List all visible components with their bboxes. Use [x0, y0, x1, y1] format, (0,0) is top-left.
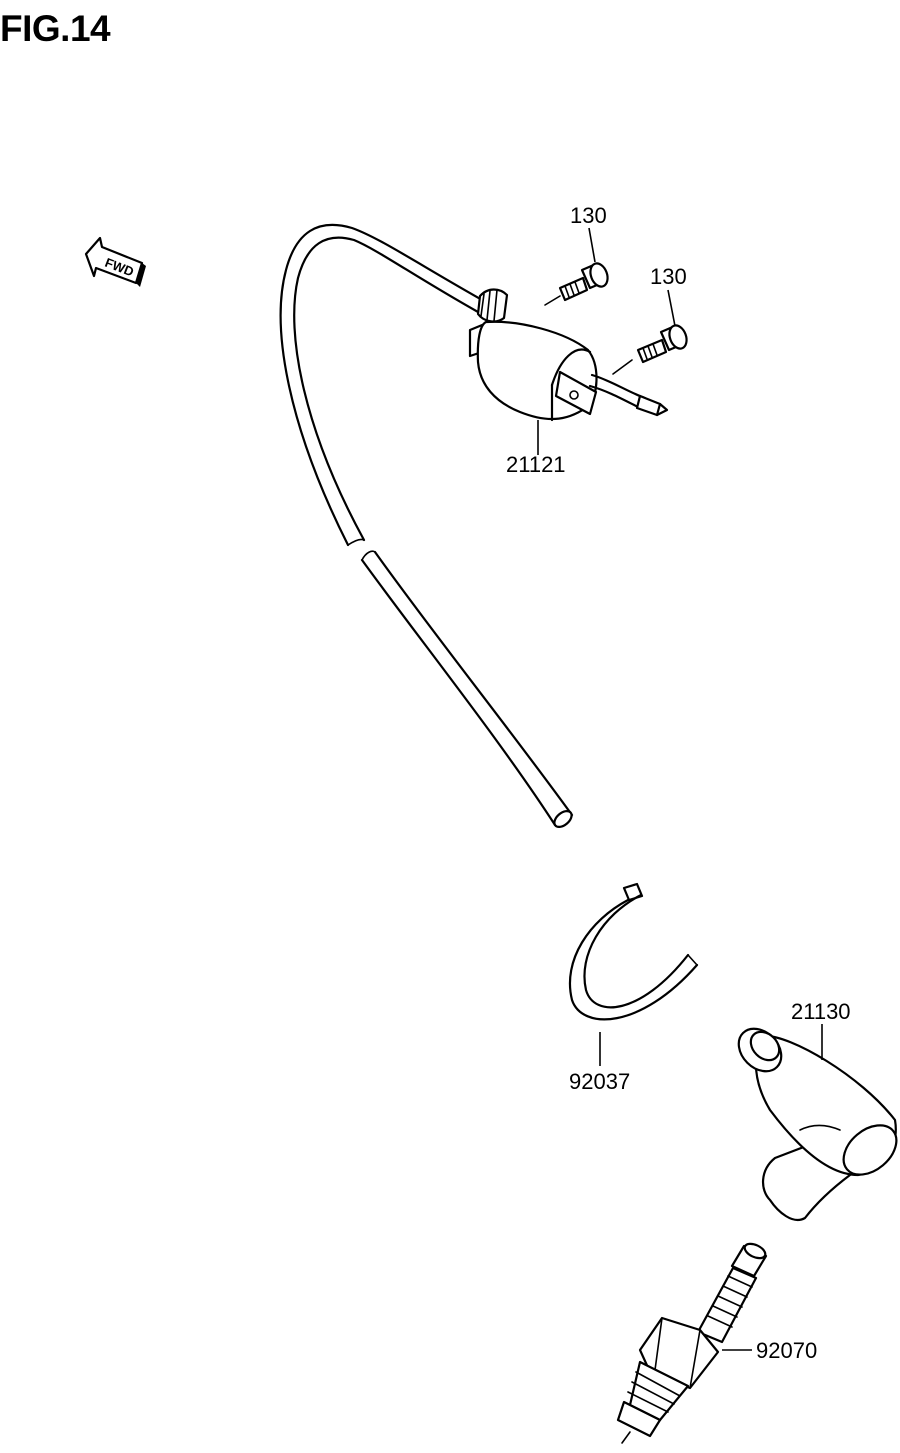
callout-130-lower: 130: [650, 264, 687, 289]
leader-130-a: [588, 227, 596, 263]
callout-21130: 21130: [791, 999, 851, 1024]
spark-plug-cap-21130: [737, 1027, 898, 1221]
cable-tie-92037: [568, 882, 699, 1021]
fwd-arrow-icon: FWD: [84, 236, 146, 287]
leader-130-b: [667, 289, 676, 327]
ignition-coil-21121: [468, 288, 669, 422]
high-tension-lead: [279, 223, 574, 829]
callout-130-upper: 130: [570, 203, 607, 228]
callout-92037: 92037: [569, 1069, 630, 1094]
callout-21121: 21121: [506, 452, 566, 477]
callout-92070: 92070: [756, 1338, 817, 1363]
bolt-130-lower: [612, 324, 688, 375]
figure-title: FIG.14: [0, 8, 111, 49]
bolt-130-upper: [544, 262, 609, 306]
spark-plug-92070: [616, 1242, 768, 1444]
